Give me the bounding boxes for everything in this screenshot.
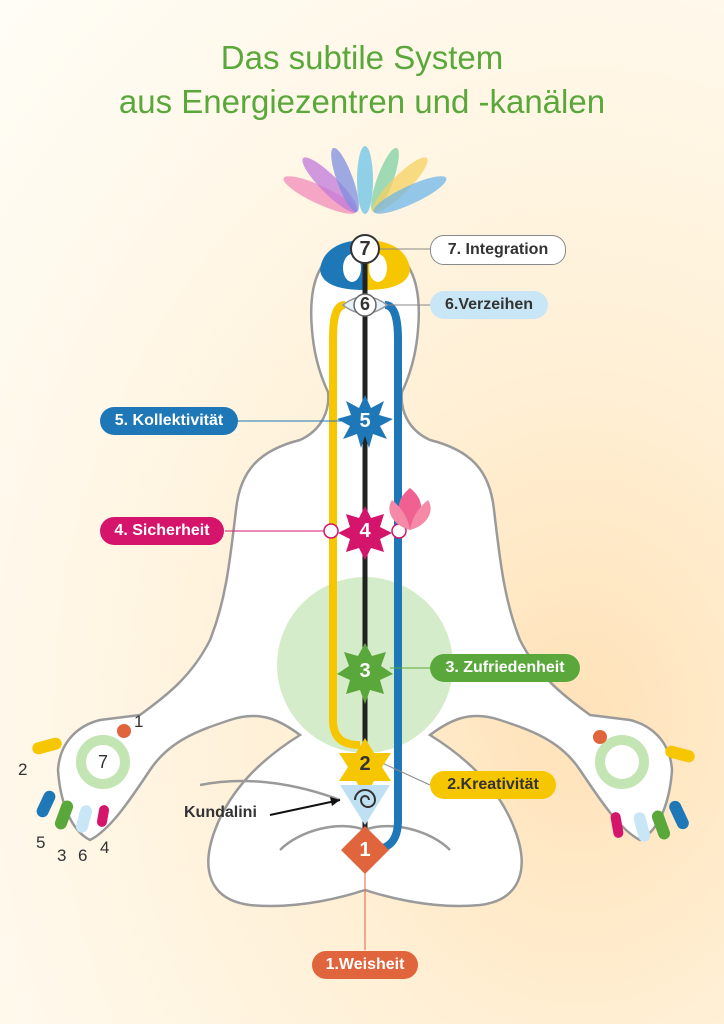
chakra-4-number: 4 [359, 520, 371, 542]
label-chakra-4: 4. Sicherheit [100, 517, 224, 545]
hand-number-7: 7 [98, 752, 109, 772]
chakra-1-symbol [341, 826, 389, 874]
label-chakra-2: 2.Kreativität [430, 771, 556, 799]
chakra-7-symbol [350, 234, 380, 264]
chakra-7-number: 7 [359, 238, 371, 260]
kundalini-spiral-icon [354, 789, 377, 808]
line-2 [379, 761, 431, 786]
label-chakra-6: 6.Verzeihen [430, 291, 548, 319]
label-chakra-1: 1.Weisheit [312, 951, 418, 979]
chakra-4-symbol [338, 506, 392, 560]
heart-lotus-icon [389, 488, 431, 530]
hand-number-4: 4 [100, 838, 110, 857]
hand-number-3: 3 [57, 846, 67, 865]
crown-lotus-icon [283, 146, 447, 214]
chakra-2-number: 2 [359, 753, 371, 775]
chakra-4-left-dot [323, 523, 339, 539]
chakra-3-symbol [337, 643, 393, 704]
right-hand [593, 730, 695, 842]
chakra-6-number: 6 [359, 294, 370, 314]
chakra-5-symbol [337, 395, 393, 448]
chakra-2-symbol [339, 738, 391, 796]
hand-number-1: 1 [134, 712, 144, 731]
label-chakra-7: 7. Integration [430, 235, 566, 265]
hand-number-5: 5 [36, 833, 46, 852]
title-line-2: aus Energiezentren und -kanälen [118, 83, 606, 120]
chakra-5-number: 5 [359, 410, 371, 432]
kundalini-arrow [269, 799, 341, 816]
right-channel [374, 301, 402, 854]
label-chakra-5: 5. Kollektivität [100, 407, 238, 435]
kundalini-triangle [340, 785, 390, 825]
kundalini-label: Kundalini [184, 804, 257, 821]
title-line-1: Das subtile System [220, 39, 504, 76]
hand-number-2: 2 [18, 760, 28, 779]
chakra-1-number: 1 [359, 839, 371, 861]
left-hand [32, 724, 131, 833]
hand-number-6: 6 [78, 846, 88, 865]
label-chakra-3: 3. Zufriedenheit [430, 654, 580, 682]
chakra-3-number: 3 [359, 660, 371, 682]
